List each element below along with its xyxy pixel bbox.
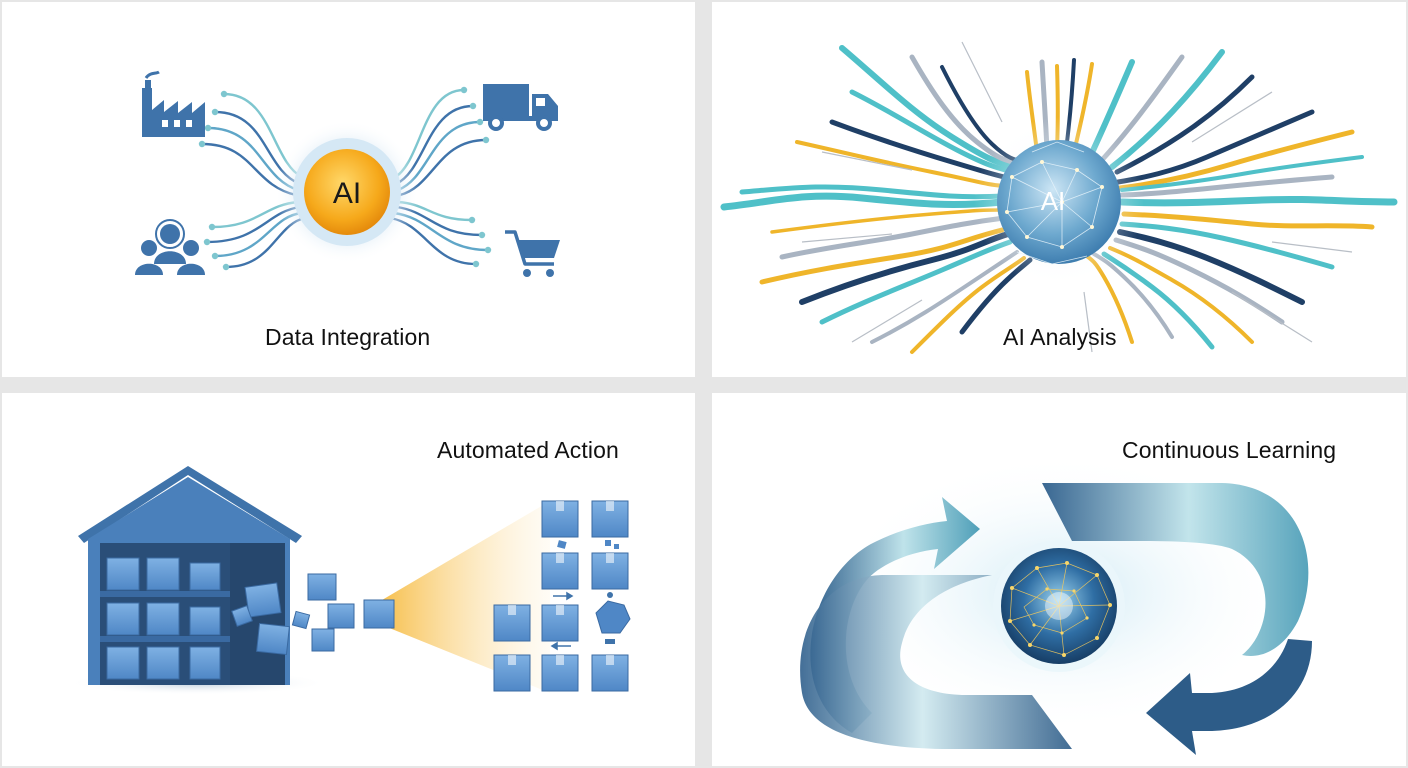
automated-action-illustration: [67, 466, 631, 695]
panel-caption: AI Analysis: [1003, 324, 1117, 350]
ai-analysis-illustration: AI: [720, 41, 1398, 354]
robot-sorter: [595, 592, 631, 644]
panel-caption: Continuous Learning: [1122, 437, 1337, 463]
panel-data-integration: AI: [2, 2, 695, 377]
cycle-arrows-icon: [800, 483, 1312, 755]
ai-sphere: AI: [974, 117, 1144, 287]
ai-hub: AI: [275, 120, 419, 264]
panel-automated-action: Automated Action: [2, 393, 695, 766]
flying-boxes: [231, 573, 395, 656]
hub-label: AI: [333, 177, 361, 210]
neural-sphere-icon: [993, 540, 1125, 672]
warehouse-icon: [78, 466, 302, 685]
truck-icon: [483, 84, 558, 131]
panel-caption: Data Integration: [265, 324, 431, 350]
box-icon: [493, 500, 629, 692]
hub-label: AI: [1041, 186, 1066, 216]
connector-dots: [198, 86, 492, 271]
panel-ai-analysis: AI AI Analysis: [712, 2, 1406, 377]
people-group-icon: [135, 219, 205, 275]
shelf-boxes: [106, 557, 221, 680]
data-integration-illustration: AI: [135, 70, 560, 277]
panel-continuous-learning: Continuous Learning: [712, 393, 1406, 766]
thin-rays: [801, 41, 1353, 353]
panel-caption: Automated Action: [437, 437, 619, 463]
flow-arrows: [550, 591, 574, 651]
factory-icon: [142, 70, 205, 137]
continuous-learning-illustration: [800, 453, 1312, 755]
shopping-cart-icon: [505, 230, 560, 277]
scanner-beam: [377, 501, 550, 693]
